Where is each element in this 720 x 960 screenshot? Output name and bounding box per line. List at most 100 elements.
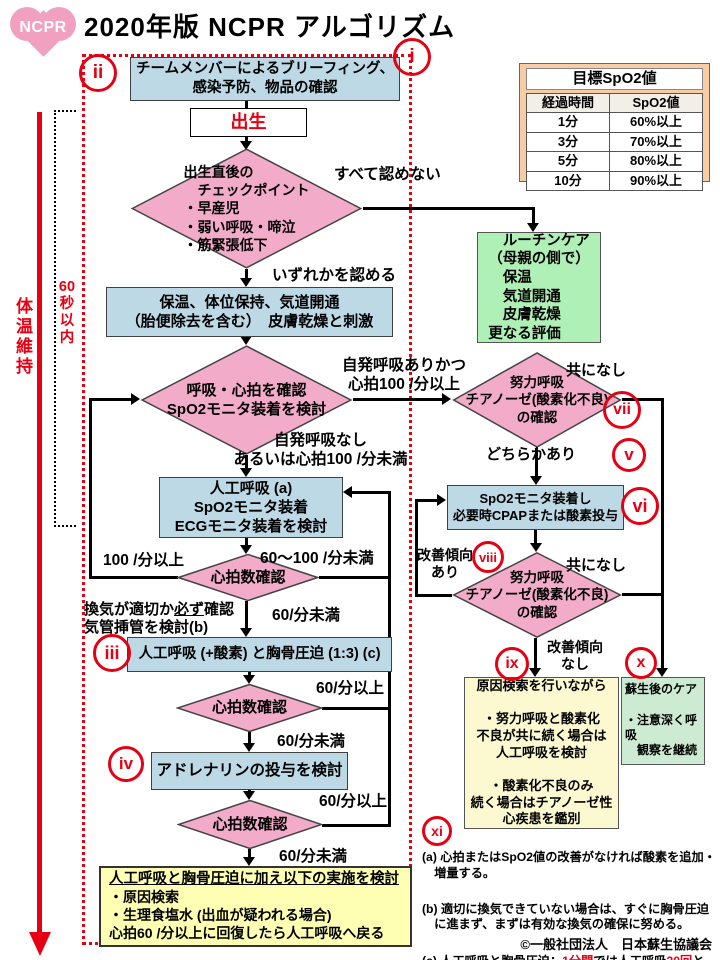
cell-time: 3分 <box>526 131 610 153</box>
label-under60-2: 60/分未満 <box>277 733 346 750</box>
label-improving: 改善傾向 あり <box>417 547 473 581</box>
label-spont-breathing-no: 自発呼吸なし あるいは心拍100 /分未満 <box>233 432 408 468</box>
heartrate-check1-diamond: 心拍数確認 <box>177 554 319 601</box>
arrowhead-icon <box>343 486 352 498</box>
briefing-box: チームメンバーによるブリーフィング、 感染予防、物品の確認 <box>130 57 400 101</box>
logo-text: NCPR <box>19 19 67 36</box>
arrowhead-icon <box>530 476 542 485</box>
footnote-c: (c) 人工呼吸と胸骨圧迫：1分間では人工呼吸30回と 胸骨圧迫90回となる。 <box>422 954 718 960</box>
label-not-improving: 改善傾向 なし <box>547 639 603 673</box>
effort-breathing-text1: 努力呼吸 チアノーゼ(酸素化不良) の確認 <box>465 374 609 425</box>
footnote-c-part: では人工呼吸 <box>593 954 666 960</box>
connector-line <box>89 398 92 579</box>
connector-line <box>353 398 442 401</box>
final-measures-title: 人工呼吸と胸骨圧迫に加え以下の実施を検討 <box>109 871 399 888</box>
connector-line <box>322 824 389 827</box>
cell-value: 80%以上 <box>609 151 703 172</box>
footnote-c-red: 30回 <box>666 954 692 960</box>
connector-line <box>415 499 438 502</box>
footnote-c-part: (c) 人工呼吸と胸骨圧迫： <box>422 954 562 960</box>
step-circle-x: x <box>625 647 657 679</box>
connector-line <box>363 207 535 210</box>
arrowhead-icon <box>243 675 255 684</box>
label-any-found: いずれかを認める <box>272 267 397 284</box>
sixty-seconds-label: 60 秒 以 内 <box>58 279 76 347</box>
table-row: 1分 60%以上 <box>526 112 703 133</box>
col-header-spo2: SpO2値 <box>609 92 703 114</box>
label-under60-3: 60/分未満 <box>279 848 348 865</box>
birth-checkpoint-text: 出生直後の チェックポイント ・早産児 ・弱い呼吸・啼泣 ・筋緊張低下 <box>183 164 310 253</box>
step-circle-vii: vii <box>603 391 641 429</box>
cpap-oxygen-box: SpO2モニタ装着し 必要時CPAPまたは酸素投与 <box>447 485 624 530</box>
page-title: 2020年版 NCPR アルゴリズム <box>84 12 456 42</box>
label-hr-60-100: 60〜100 /分未満 <box>260 550 374 567</box>
ncpr-logo: NCPR <box>6 2 80 64</box>
label-hr-over-100: 100 /分以上 <box>103 552 184 569</box>
arrowhead-icon <box>240 141 252 150</box>
breath-heartrate-text: 呼吸・心拍を確認 SpO2モニタ装着を検討 <box>166 381 327 419</box>
heartrate-check2-diamond: 心拍数確認 <box>176 684 323 732</box>
heartrate-check2-text: 心拍数確認 <box>211 699 287 717</box>
heart-icon <box>42 7 76 41</box>
cell-time: 10分 <box>526 170 610 192</box>
label-over60-1: 60/分以上 <box>316 680 385 697</box>
label-either-found: どちらかあり <box>486 446 577 463</box>
arrowhead-icon <box>529 668 541 677</box>
post-resuscitation-box: 蘇生後のケア ・注意深く呼吸 観察を継続 <box>621 677 705 765</box>
vent-check-line2: 気管挿管を検討(b) <box>84 619 209 637</box>
step-circle-v: v <box>612 438 646 472</box>
arrowhead-icon <box>240 628 252 637</box>
connector-line <box>89 398 132 401</box>
connector-line <box>352 491 391 494</box>
arrowhead-icon <box>243 743 255 752</box>
connector-line <box>245 269 248 279</box>
label-under60-1: 60/分未満 <box>272 607 341 624</box>
arrowhead-icon <box>240 545 252 554</box>
heartrate-check3-text: 心拍数確認 <box>212 815 288 833</box>
spo2-table-title: 目標SpO2値 <box>526 68 703 90</box>
cause-search-box: 原因検索を行いながら ・努力呼吸と酸素化 不良が共に続く場合は 人工呼吸を検討 … <box>464 677 619 829</box>
label-over60-2: 60/分以上 <box>319 793 388 810</box>
arrowhead-icon <box>243 791 255 800</box>
heartrate-check1-text: 心拍数確認 <box>210 568 286 586</box>
ventilation-box: 人工呼吸 (a) SpO2モニタ装着 ECGモニタ装着を検討 <box>159 477 343 538</box>
final-measures-box: 人工呼吸と胸骨圧迫に加え以下の実施を検討 ・原因検索 ・生理食塩水 (出血が疑わ… <box>99 866 412 947</box>
footnote-b: (b) 適切に換気できていない場合は、すぐに胸骨圧迫 に進まず、まずは有効な換気… <box>422 902 710 932</box>
spo2-target-table: 目標SpO2値 経過時間 SpO2値 1分 60%以上 3分 70%以上 5分 … <box>519 63 710 192</box>
breath-heartrate-diamond: 呼吸・心拍を確認 SpO2モニタ装着を検討 <box>140 345 353 455</box>
table-row: 3分 70%以上 <box>526 131 703 153</box>
table-row: 10分 90%以上 <box>526 170 703 192</box>
label-none-of-all: すべて認めない <box>334 166 441 183</box>
vent-check-post: 確認 <box>204 601 235 618</box>
cell-value: 70%以上 <box>609 131 703 153</box>
effort-breathing-diamond2: 努力呼吸 チアノーゼ(酸素化不良) の確認 <box>452 552 622 638</box>
label-spont-breathing-yes: 自発呼吸ありかつ 心拍100 /分以上 <box>342 357 467 393</box>
cell-time: 5分 <box>526 151 610 172</box>
connector-line <box>416 594 452 597</box>
effort-breathing-text2: 努力呼吸 チアノーゼ(酸素化不良) の確認 <box>465 569 609 620</box>
footnote-c-part: と 胸骨圧迫 <box>422 954 704 960</box>
birth-box: 出生 <box>190 108 307 137</box>
connector-line <box>622 398 664 401</box>
heart-icon <box>10 7 44 41</box>
temperature-label: 体温維持 <box>13 297 32 377</box>
cell-time: 1分 <box>526 112 610 133</box>
connector-line <box>415 499 418 597</box>
connector-line <box>322 707 389 710</box>
arrowhead-icon <box>437 494 446 506</box>
connector-line <box>245 601 248 629</box>
connector-line <box>534 638 537 668</box>
cell-value: 60%以上 <box>609 112 703 133</box>
arrowhead-icon <box>530 543 542 552</box>
footnote-a: (a) 心拍またはSpO2値の改善がなければ酸素を追加・ 増量する。 <box>422 850 716 880</box>
connector-line <box>248 732 251 744</box>
vent-check-em: 必ず <box>174 601 205 618</box>
step-circle-viii: viii <box>472 541 504 573</box>
sixty-seconds-bracket <box>54 110 76 527</box>
step-circle-iii: iii <box>93 634 131 672</box>
connector-line <box>534 530 537 544</box>
vent-check-pre: 換気が適切か <box>84 601 175 618</box>
table-header-row: 経過時間 SpO2値 <box>526 92 703 114</box>
connector-line <box>535 448 538 477</box>
